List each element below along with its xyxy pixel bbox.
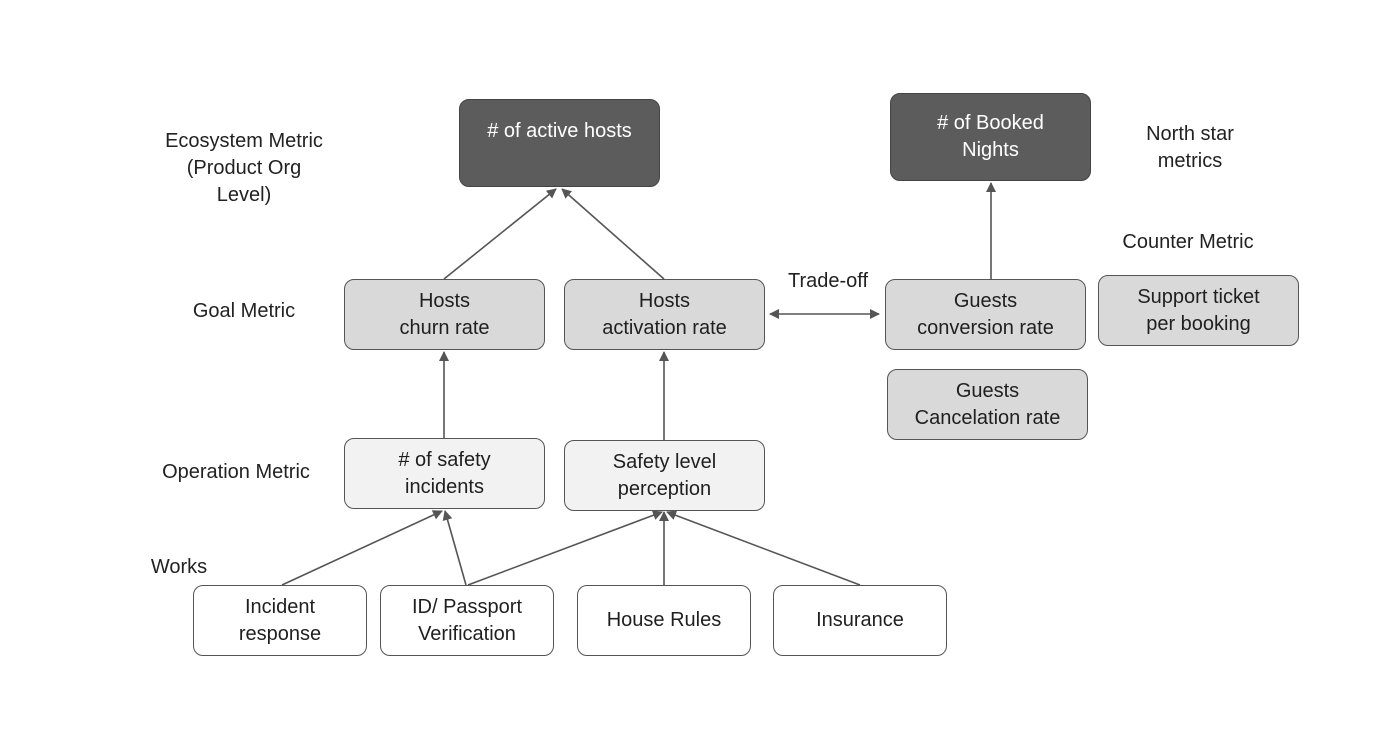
node-safety-incidents: # of safety incidents — [344, 438, 545, 509]
arrow-incident-response-to-safety-incidents — [281, 510, 443, 586]
arrow-id-verification-to-safety-incidents — [442, 510, 467, 586]
node-incident-response: Incident response — [193, 585, 367, 656]
node-booked-nights: # of Booked Nights — [890, 93, 1091, 181]
node-safety-level-perception: Safety level perception — [564, 440, 765, 511]
node-hosts-activation-rate: Hosts activation rate — [564, 279, 765, 350]
arrow-id-verification-to-safety-perception — [467, 510, 663, 586]
node-id-passport-verification: ID/ Passport Verification — [380, 585, 554, 656]
node-house-rules: House Rules — [577, 585, 751, 656]
node-hosts-churn-rate: Hosts churn rate — [344, 279, 545, 350]
node-guests-cancelation-rate: Guests Cancelation rate — [887, 369, 1088, 440]
level-label-works: Works — [150, 556, 208, 578]
node-active-hosts: # of active hosts — [459, 99, 660, 187]
level-label-north-star: North star metrics — [1146, 123, 1234, 172]
node-support-ticket-per-booking: Support ticket per booking — [1098, 275, 1299, 346]
arrow-insurance-to-safety-perception — [666, 510, 861, 586]
node-insurance: Insurance — [773, 585, 947, 656]
level-label-goal: Goal Metric — [192, 300, 296, 322]
node-guests-conversion-rate: Guests conversion rate — [885, 279, 1086, 350]
tradeoff-label: Trade-off — [787, 270, 869, 292]
arrow-hosts-activation-to-active-hosts — [561, 188, 665, 280]
level-label-counter: Counter Metric — [1122, 231, 1254, 253]
level-label-ecosystem: Ecosystem Metric (Product Org Level) — [165, 130, 323, 206]
level-label-operation: Operation Metric — [162, 461, 310, 483]
arrow-hosts-churn-to-active-hosts — [443, 188, 557, 280]
